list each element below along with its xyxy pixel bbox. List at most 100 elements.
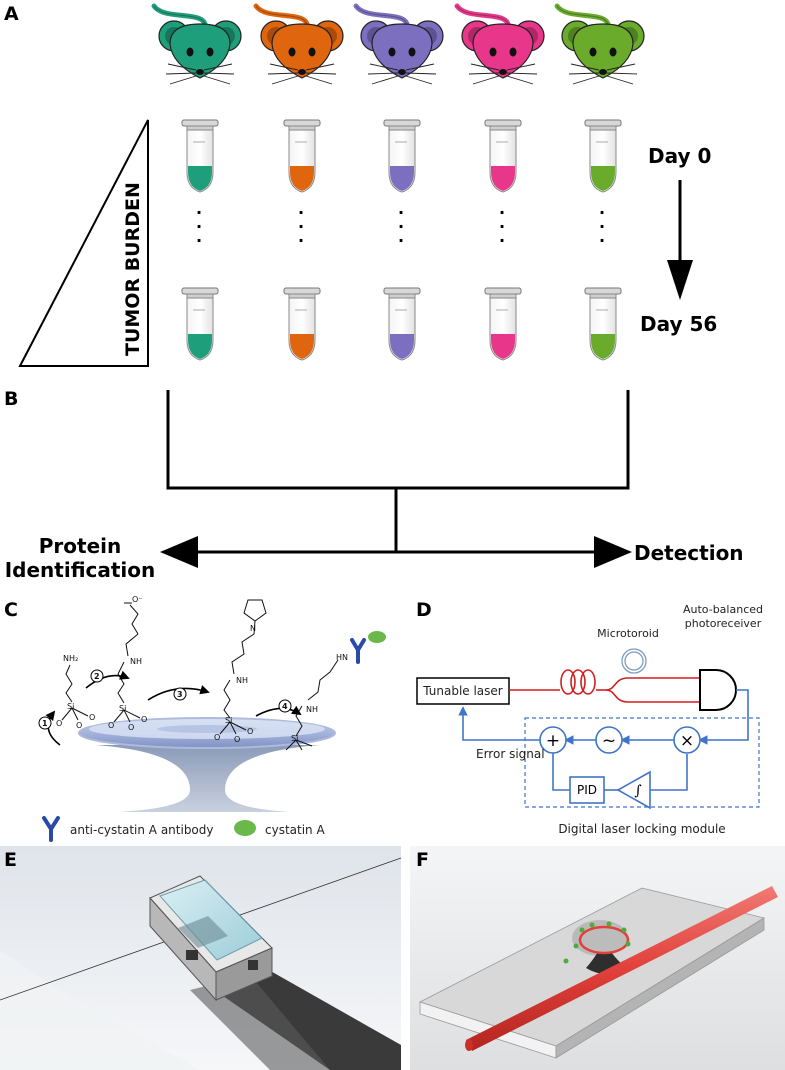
chem-o-minus: O⁻ bbox=[132, 595, 143, 604]
chem-structure-3 bbox=[219, 599, 267, 735]
ellipsis-dot: · bbox=[298, 203, 304, 222]
ellipsis-dot: · bbox=[196, 231, 202, 250]
electric-feedback-loop bbox=[458, 689, 749, 791]
tube-row-day56 bbox=[181, 287, 622, 361]
substrate-side bbox=[555, 917, 765, 1059]
microtoroid-ring-inner bbox=[624, 651, 644, 671]
sum-symbol: + bbox=[546, 731, 560, 751]
module-label: Digital laser locking module bbox=[558, 822, 725, 836]
detection-label: Detection bbox=[634, 541, 744, 565]
chem-nh-3: NH bbox=[236, 676, 248, 685]
tube-day56-1 bbox=[181, 287, 219, 361]
ellipsis-dot: · bbox=[196, 217, 202, 236]
arrow-right-head bbox=[594, 536, 632, 568]
substrate-strip-shade bbox=[190, 975, 330, 1070]
chem-n: N bbox=[250, 624, 256, 633]
step-2: 2 bbox=[94, 672, 100, 681]
tunable-laser-box bbox=[416, 677, 510, 705]
chem-nh2: NH₂ bbox=[63, 654, 78, 663]
chem-o-3b: O bbox=[234, 735, 240, 744]
panel-label-d: D bbox=[416, 599, 432, 621]
error-signal-label: Error signal bbox=[476, 747, 545, 761]
ellipsis-dot: · bbox=[298, 217, 304, 236]
chem-o-3a: O bbox=[214, 733, 220, 742]
ellipsis-dot: · bbox=[298, 231, 304, 250]
photoreceiver-label-2: photoreceiver bbox=[685, 617, 762, 630]
chip-slot-left bbox=[186, 950, 198, 960]
panel-label-f: F bbox=[416, 849, 429, 871]
chem-o-3c: O bbox=[247, 727, 253, 736]
day-start-label: Day 0 bbox=[648, 144, 711, 168]
legend-antibody-label: anti-cystatin A antibody bbox=[70, 823, 214, 837]
tapered-fiber-rod bbox=[466, 886, 778, 1051]
panel-label-c: C bbox=[4, 599, 18, 621]
mouse-5 bbox=[554, 3, 645, 85]
fiber-end bbox=[465, 1039, 473, 1051]
panel-label-e: E bbox=[4, 849, 17, 871]
bound-cystatin-icon bbox=[368, 631, 386, 643]
tube-day0-3 bbox=[383, 119, 421, 193]
protein-id-label-2: Identification bbox=[5, 558, 156, 582]
chem-si-4: Si bbox=[291, 734, 298, 743]
toroid-disk-center bbox=[157, 725, 257, 733]
ellipsis-dot: · bbox=[499, 231, 505, 250]
mouse-3 bbox=[353, 3, 444, 85]
ellipsis-dot: · bbox=[499, 203, 505, 222]
chem-structure-1 bbox=[61, 664, 89, 721]
protein-id-label-1: Protein bbox=[39, 534, 121, 558]
photoreceiver-label-1: Auto-balanced bbox=[683, 603, 763, 616]
chip-slot-right bbox=[248, 960, 258, 970]
tunable-laser-label: Tunable laser bbox=[422, 684, 503, 698]
chem-structure-4 bbox=[285, 659, 339, 751]
step-1: 1 bbox=[42, 719, 48, 728]
ellipsis-dot: · bbox=[398, 217, 404, 236]
legend-cystatin-label: cystatin A bbox=[265, 823, 325, 837]
cystatin-legend-icon bbox=[234, 820, 256, 836]
chem-hn: HN bbox=[336, 653, 348, 662]
ellipsis-dot: · bbox=[196, 203, 202, 222]
tube-day56-4 bbox=[484, 287, 522, 361]
ellipsis-dot: · bbox=[398, 231, 404, 250]
chem-si-1: Si bbox=[67, 702, 74, 711]
pid-box bbox=[569, 776, 605, 804]
optical-fiber-path bbox=[509, 669, 700, 703]
ellipsis-dot: · bbox=[499, 217, 505, 236]
tumor-burden-triangle bbox=[18, 119, 149, 367]
panel-label-a: A bbox=[4, 3, 19, 25]
ellipsis-columns: ··············· bbox=[196, 203, 605, 250]
step-3: 3 bbox=[177, 690, 183, 699]
mouse-1 bbox=[151, 3, 242, 85]
photoreceiver-icon bbox=[699, 669, 737, 711]
integrator-symbol: ∫ bbox=[634, 783, 641, 799]
step-4: 4 bbox=[282, 702, 288, 711]
chem-si-3: Si bbox=[225, 716, 232, 725]
multiplier-node bbox=[673, 726, 701, 754]
tube-day56-3 bbox=[383, 287, 421, 361]
tumor-burden-label: TUMOR BURDEN bbox=[122, 182, 144, 356]
oscillator-node bbox=[595, 726, 623, 754]
chem-o-2b: O bbox=[128, 723, 134, 732]
bound-molecules bbox=[563, 921, 631, 964]
ellipsis-dot: · bbox=[599, 203, 605, 222]
tube-day56-2 bbox=[283, 287, 321, 361]
sum-node bbox=[539, 726, 567, 754]
chem-nh-4: NH bbox=[306, 705, 318, 714]
microtoroid-disk-f bbox=[578, 925, 630, 955]
chem-structure-2 bbox=[113, 602, 141, 723]
tube-row-day0 bbox=[181, 119, 622, 193]
substrate-ledge bbox=[0, 950, 200, 1070]
bound-antibody-icon bbox=[350, 638, 366, 664]
oscillator-symbol: ~ bbox=[602, 731, 616, 751]
chem-o-2c: O bbox=[141, 715, 147, 724]
day-end-label: Day 56 bbox=[640, 312, 717, 336]
timeline-arrow-head bbox=[667, 260, 693, 300]
tube-day0-2 bbox=[283, 119, 321, 193]
microtoroid-ring-outer bbox=[621, 648, 647, 674]
arrow-left-head bbox=[160, 536, 198, 568]
chem-o-2a: O bbox=[108, 721, 114, 730]
microtoroid-label: Microtoroid bbox=[597, 627, 659, 640]
merge-bracket bbox=[166, 390, 630, 554]
pid-label: PID bbox=[577, 783, 597, 797]
antibody-legend-icon bbox=[42, 816, 60, 842]
